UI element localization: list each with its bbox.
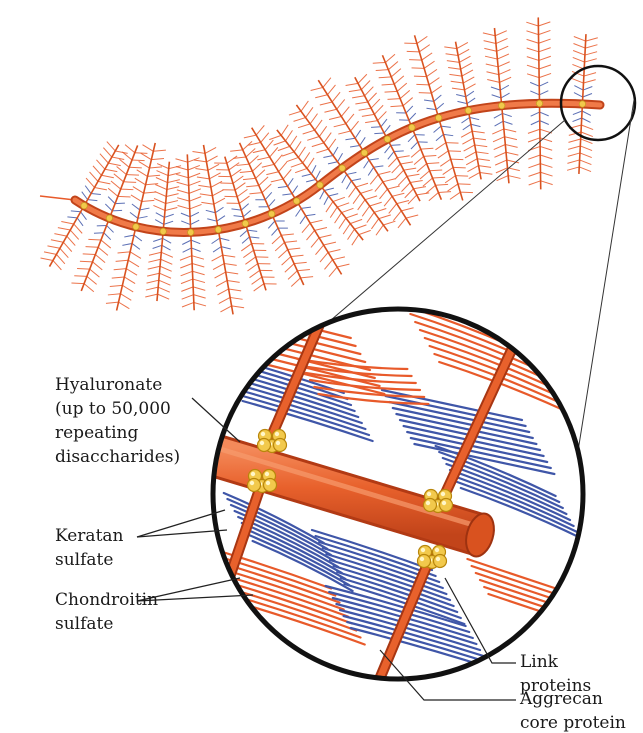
label-hyaluronate: Hyaluronate (up to 50,000 repeating disa… — [55, 375, 180, 467]
aggregate-overview — [40, 17, 600, 314]
zoom-guide-right — [575, 100, 634, 470]
label-aggrecan-core-protein: Aggrecan core protein — [519, 689, 626, 733]
label-chondroitin-sulfate: Chondroitin sulfate — [55, 590, 163, 634]
aggregan-branches — [40, 17, 598, 314]
zoom-detail — [190, 290, 590, 690]
label-keratan-sulfate: Keratan sulfate — [55, 526, 129, 570]
